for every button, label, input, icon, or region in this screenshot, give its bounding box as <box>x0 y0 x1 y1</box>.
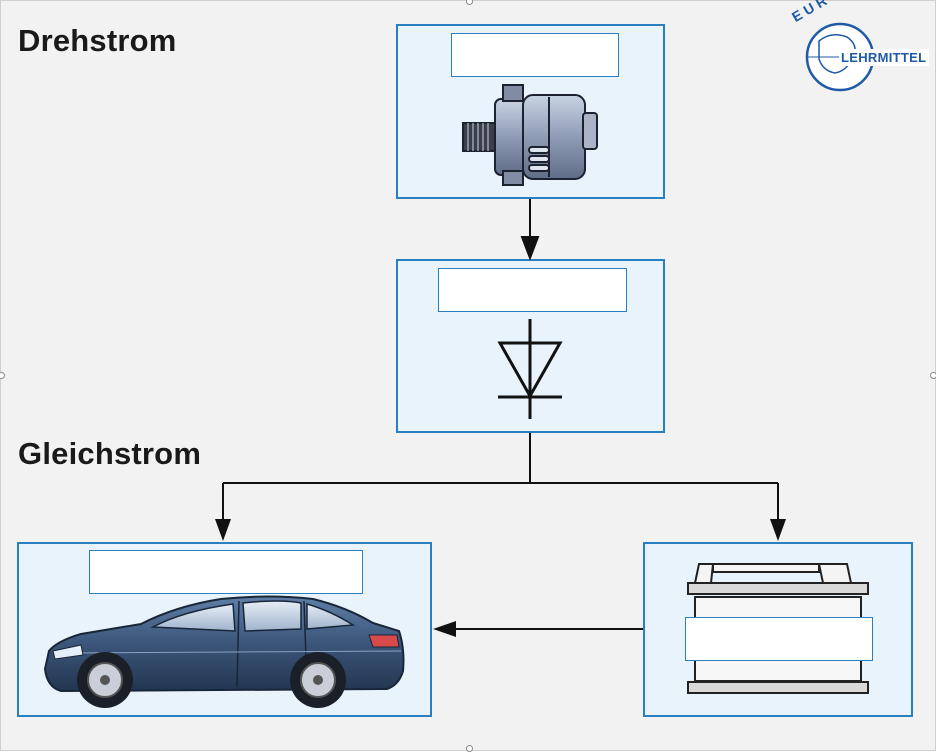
title-three-phase: Drehstrom <box>18 23 177 58</box>
title-direct-current: Gleichstrom <box>18 436 202 471</box>
generator-label-field[interactable] <box>451 33 619 77</box>
logo-band-text: LEHRMITTEL <box>841 50 927 65</box>
resize-handle-right[interactable] <box>930 372 936 379</box>
arrowhead-to-battery <box>770 519 786 541</box>
arrowhead-to-consumer <box>215 519 231 541</box>
consumer-label-field[interactable] <box>89 550 363 594</box>
connector-battery-to-consumer <box>433 621 643 637</box>
resize-handle-left[interactable] <box>0 372 5 379</box>
car-icon <box>43 595 405 708</box>
alternator-icon <box>462 84 598 186</box>
connector-generator-to-rectifier <box>520 199 540 261</box>
rectifier-label-field[interactable] <box>438 268 627 312</box>
connector-rectifier-to-outputs <box>222 433 779 519</box>
resize-handle-top[interactable] <box>466 0 473 5</box>
battery-label-field[interactable] <box>685 617 873 661</box>
diode-icon <box>497 319 563 419</box>
europa-lehrmittel-logo <box>805 22 929 92</box>
